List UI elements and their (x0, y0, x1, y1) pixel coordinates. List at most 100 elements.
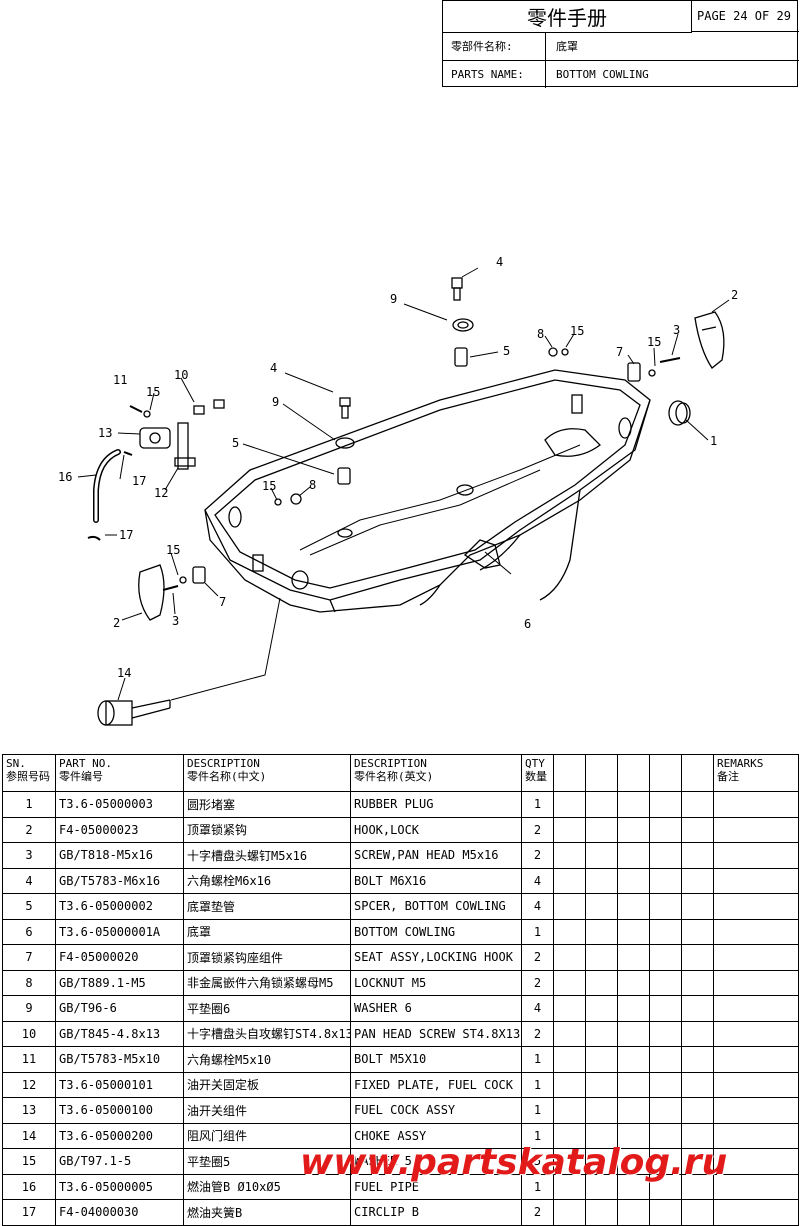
cell-qty: 5 (521, 1148, 554, 1175)
col-blank (681, 754, 714, 792)
cell-blank (617, 791, 650, 818)
cell-part-no: GB/T818-M5x16 (55, 842, 184, 869)
cell-blank (681, 1148, 714, 1175)
callout-13: 13 (98, 426, 112, 440)
cell-part-no: GB/T5783-M5x10 (55, 1046, 184, 1073)
cell-qty: 2 (521, 944, 554, 971)
cell-blank (681, 893, 714, 920)
parts-name-cn-value: 底罩 (556, 40, 578, 53)
cell-blank (617, 1199, 650, 1226)
cell-desc-cn: 圆形堵塞 (183, 791, 351, 818)
cell-blank (617, 1173, 650, 1200)
bottom-cowling-shape (204, 369, 651, 613)
cell-blank (585, 1020, 618, 1047)
callout-6: 6 (524, 617, 531, 631)
cell-sn: 5 (2, 893, 56, 920)
cell-sn: 4 (2, 867, 56, 894)
callout-4-upper: 4 (496, 255, 503, 269)
cell-part-no: GB/T845-4.8x13 (55, 1020, 184, 1047)
cell-desc-en: CIRCLIP B (350, 1199, 522, 1226)
cell-sn: 14 (2, 1122, 56, 1149)
cell-blank (649, 842, 682, 869)
callout-7-left: 7 (219, 595, 226, 609)
cell-desc-cn: 十字槽盘头自攻螺钉ST4.8x13 (183, 1020, 351, 1047)
cell-desc-en: HOOK,LOCK (350, 816, 522, 843)
cell-sn: 15 (2, 1148, 56, 1175)
cell-desc-en: RUBBER PLUG (350, 791, 522, 818)
cell-remarks (713, 1122, 799, 1149)
callout-15-a: 15 (570, 324, 584, 338)
col-header-sn: SN.参照号码 (2, 754, 56, 792)
cell-remarks (713, 816, 799, 843)
cell-desc-cn: 十字槽盘头螺钉M5x16 (183, 842, 351, 869)
parts-name-en-row: PARTS NAME: BOTTOM COWLING (443, 60, 799, 88)
cell-blank (617, 995, 650, 1022)
cell-blank (617, 1046, 650, 1073)
callout-8-left: 8 (309, 478, 316, 492)
cell-blank (649, 867, 682, 894)
cell-blank (681, 1199, 714, 1226)
col-blank (617, 754, 650, 792)
cell-desc-en: FUEL PIPE (350, 1173, 522, 1200)
cell-blank (553, 995, 586, 1022)
callout-8-right: 8 (537, 327, 544, 341)
cell-blank (649, 1173, 682, 1200)
cell-remarks (713, 969, 799, 996)
cell-blank (585, 918, 618, 945)
cell-blank (585, 1148, 618, 1175)
cell-desc-en: CHOKE ASSY (350, 1122, 522, 1149)
cell-blank (681, 816, 714, 843)
cell-blank (681, 1020, 714, 1047)
cell-sn: 11 (2, 1046, 56, 1073)
title-block: 零件手册 PAGE 24 OF 29 零部件名称: 底罩 PARTS NAME:… (442, 0, 799, 88)
cell-blank (585, 1071, 618, 1098)
cell-blank (553, 1071, 586, 1098)
cell-part-no: T3.6-05000005 (55, 1173, 184, 1200)
page-number: PAGE 24 OF 29 (691, 1, 799, 32)
cell-qty: 1 (521, 791, 554, 818)
fuel-cock-shape (129, 399, 225, 470)
cell-blank (553, 791, 586, 818)
cell-part-no: F4-05000023 (55, 816, 184, 843)
cell-qty: 1 (521, 1046, 554, 1073)
lock-hook-left-shape (138, 564, 165, 621)
cell-qty: 1 (521, 1122, 554, 1149)
callout-11: 11 (113, 373, 127, 387)
cell-sn: 8 (2, 969, 56, 996)
cell-blank (617, 816, 650, 843)
callout-5-lower: 5 (232, 436, 239, 450)
cell-remarks (713, 842, 799, 869)
bolt-lower (335, 397, 355, 485)
cell-blank (553, 816, 586, 843)
callout-17-upper: 17 (132, 474, 146, 488)
cell-blank (617, 944, 650, 971)
cell-qty: 2 (521, 969, 554, 996)
cell-desc-en: BOLT M6X16 (350, 867, 522, 894)
callout-15-c: 15 (146, 385, 160, 399)
cell-blank (649, 969, 682, 996)
cell-blank (617, 969, 650, 996)
cell-blank (553, 1046, 586, 1073)
cell-blank (585, 867, 618, 894)
rubber-plug-shape (668, 400, 688, 426)
cell-blank (649, 893, 682, 920)
cell-desc-cn: 阻风门组件 (183, 1122, 351, 1149)
cell-remarks (713, 1046, 799, 1073)
callout-7-right: 7 (616, 345, 623, 359)
cell-blank (649, 1046, 682, 1073)
exploded-view-drawing: 1 2 2 3 3 4 4 5 5 6 7 7 8 8 9 9 10 11 12… (0, 88, 800, 753)
watermark-text: www.partskatalog.ru (300, 1142, 728, 1183)
cell-blank (553, 867, 586, 894)
cell-remarks (713, 867, 799, 894)
cell-desc-en: LOCKNUT M5 (350, 969, 522, 996)
cell-blank (553, 1173, 586, 1200)
